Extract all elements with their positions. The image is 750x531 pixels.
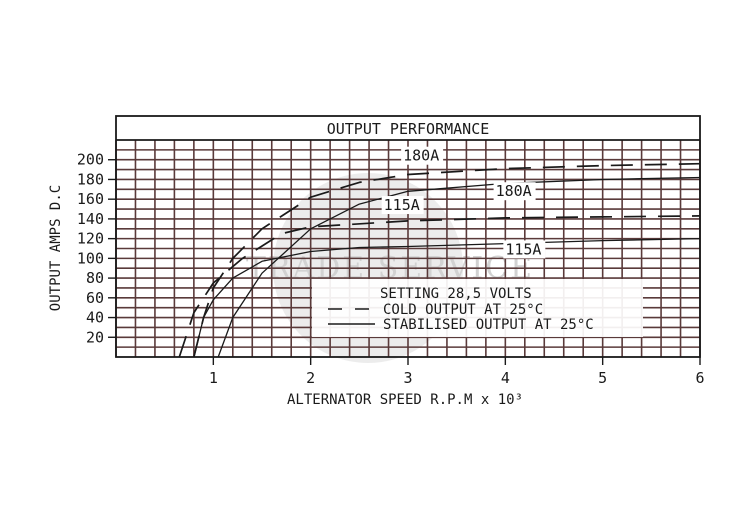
series-line-180a-solid [217,176,701,358]
series-annotation: 180A [403,147,439,165]
chart-title: OUTPUT PERFORMANCE [327,120,490,138]
annotation-background [381,196,424,215]
annotation-background [401,146,444,165]
y-tick-label: 100 [77,249,104,267]
y-tick-label: 40 [86,309,104,327]
y-tick-label: 60 [86,289,104,307]
x-axis-label: ALTERNATOR SPEED R.P.M x 10³ [287,392,523,408]
x-tick-label: 4 [501,369,510,387]
series-line-180a-dashed [193,162,701,358]
y-axis-label: OUTPUT AMPS D.C [48,185,64,311]
series-annotation: 115A [505,240,541,258]
y-tick-label: 140 [77,210,104,228]
series-annotation: 180A [496,182,532,200]
series-annotation: 115A [384,196,420,214]
y-tick-label: 160 [77,190,104,208]
series-line-115a-dashed [178,215,701,358]
y-tick-label: 200 [77,151,104,169]
x-tick-label: 2 [306,369,315,387]
annotation-background [503,240,546,259]
x-tick-label: 5 [598,369,607,387]
legend-background [312,279,643,337]
x-tick-label: 6 [695,369,704,387]
x-tick-label: 1 [209,369,218,387]
y-tick-label: 120 [77,230,104,248]
annotation-background [493,182,536,201]
x-tick-label: 3 [403,369,412,387]
y-tick-label: 180 [77,170,104,188]
y-tick-label: 80 [86,269,104,287]
legend-label: STABILISED OUTPUT AT 25°C [383,317,594,333]
legend-title: SETTING 28,5 VOLTS [380,286,532,302]
plot-frame [108,115,701,365]
y-tick-label: 20 [86,328,104,346]
legend-label: COLD OUTPUT AT 25°C [383,302,543,318]
